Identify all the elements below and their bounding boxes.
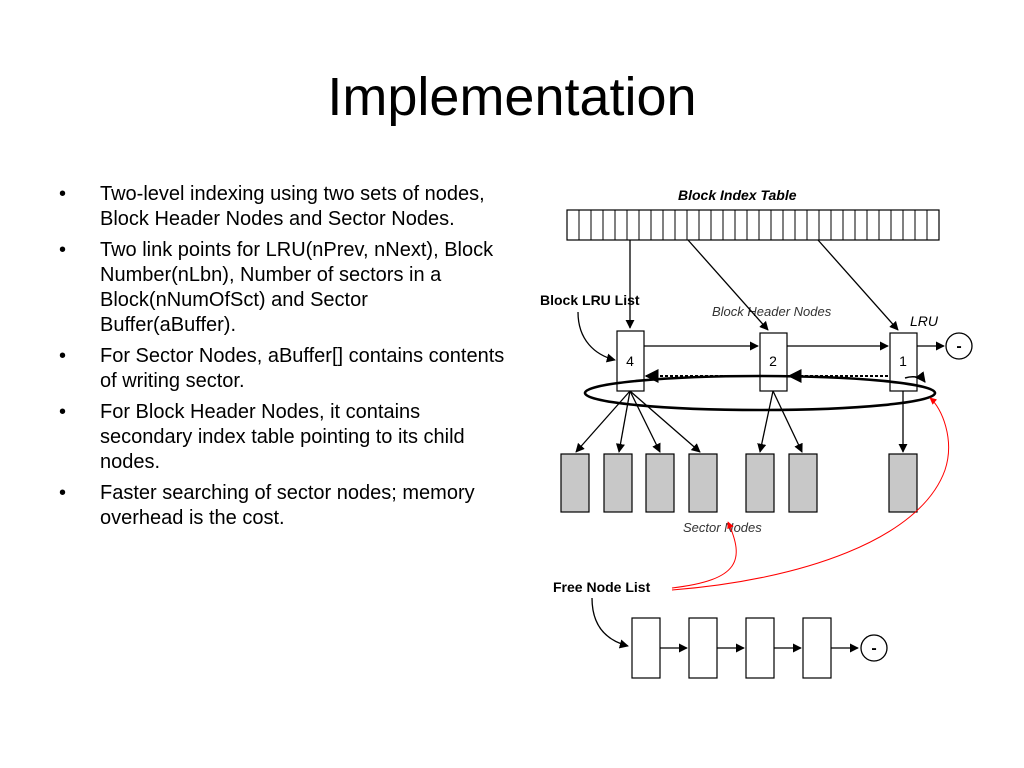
sector-node (603, 453, 633, 513)
bullet-item: • For Sector Nodes, aBuffer[] contains co… (55, 344, 505, 394)
free-to-lru-arrow (671, 397, 949, 591)
block-index-table-label: Block Index Table (678, 187, 797, 203)
bullet-item: • Two-level indexing using two sets of no… (55, 182, 505, 232)
sector-node (745, 453, 775, 513)
bullet-item: • Faster searching of sector nodes; memor… (55, 481, 505, 531)
bullet-icon: • (59, 482, 67, 504)
child-arrow (615, 390, 631, 453)
child-arrow (575, 390, 631, 453)
sector-nodes-label: Sector Nodes (683, 520, 762, 535)
bullet-icon: • (59, 183, 67, 205)
sector-node (688, 453, 718, 513)
loop-arrow (904, 371, 926, 383)
free-node (631, 617, 661, 679)
index-arrow (687, 239, 769, 331)
bullet-text: Two-level indexing using two sets of nod… (100, 183, 485, 230)
bullet-icon: • (59, 345, 67, 367)
bullet-text: For Block Header Nodes, it contains seco… (100, 401, 465, 473)
child-arrow (629, 390, 661, 453)
null-terminator-icon: - (945, 332, 973, 360)
bullet-list: • Two-level indexing using two sets of no… (55, 182, 505, 537)
block-header-nodes-label: Block Header Nodes (712, 304, 832, 319)
bullet-text: For Sector Nodes, aBuffer[] contains con… (100, 345, 505, 392)
free-node (688, 617, 718, 679)
free-to-sector-arrow (671, 521, 737, 589)
free-node (745, 617, 775, 679)
bullet-text: Two link points for LRU(nPrev, nNext), B… (100, 239, 494, 336)
circular-list-loop (583, 374, 937, 412)
header-node-label: 4 (626, 353, 634, 369)
header-node-label: 1 (899, 353, 907, 369)
sector-node (888, 453, 918, 513)
free-node (802, 617, 832, 679)
slide-title: Implementation (327, 67, 697, 127)
child-arrow (629, 390, 701, 453)
sector-node (788, 453, 818, 513)
terminator-symbol: - (956, 338, 961, 355)
terminator-symbol: - (871, 640, 876, 657)
free-node-list-label: Free Node List (553, 579, 651, 595)
child-arrow (757, 390, 774, 453)
index-arrow (817, 239, 899, 331)
block-index-table (566, 209, 940, 241)
free-null-terminator-icon: - (860, 634, 888, 662)
bullet-item: • Two link points for LRU(nPrev, nNext), … (55, 238, 505, 338)
bullet-item: • For Block Header Nodes, it contains sec… (55, 400, 505, 475)
bullet-icon: • (59, 239, 67, 261)
header-node-label: 2 (769, 353, 777, 369)
sector-node (645, 453, 675, 513)
sector-node (560, 453, 590, 513)
bullet-icon: • (59, 401, 67, 423)
block-lru-list-label: Block LRU List (540, 292, 640, 308)
bullet-text: Faster searching of sector nodes; memory… (100, 482, 475, 529)
child-arrow (772, 390, 803, 453)
lru-list-arrow (577, 311, 616, 363)
free-list-arrow (591, 597, 629, 649)
header-node-2: 2 (759, 332, 788, 392)
lru-label: LRU (910, 313, 939, 329)
